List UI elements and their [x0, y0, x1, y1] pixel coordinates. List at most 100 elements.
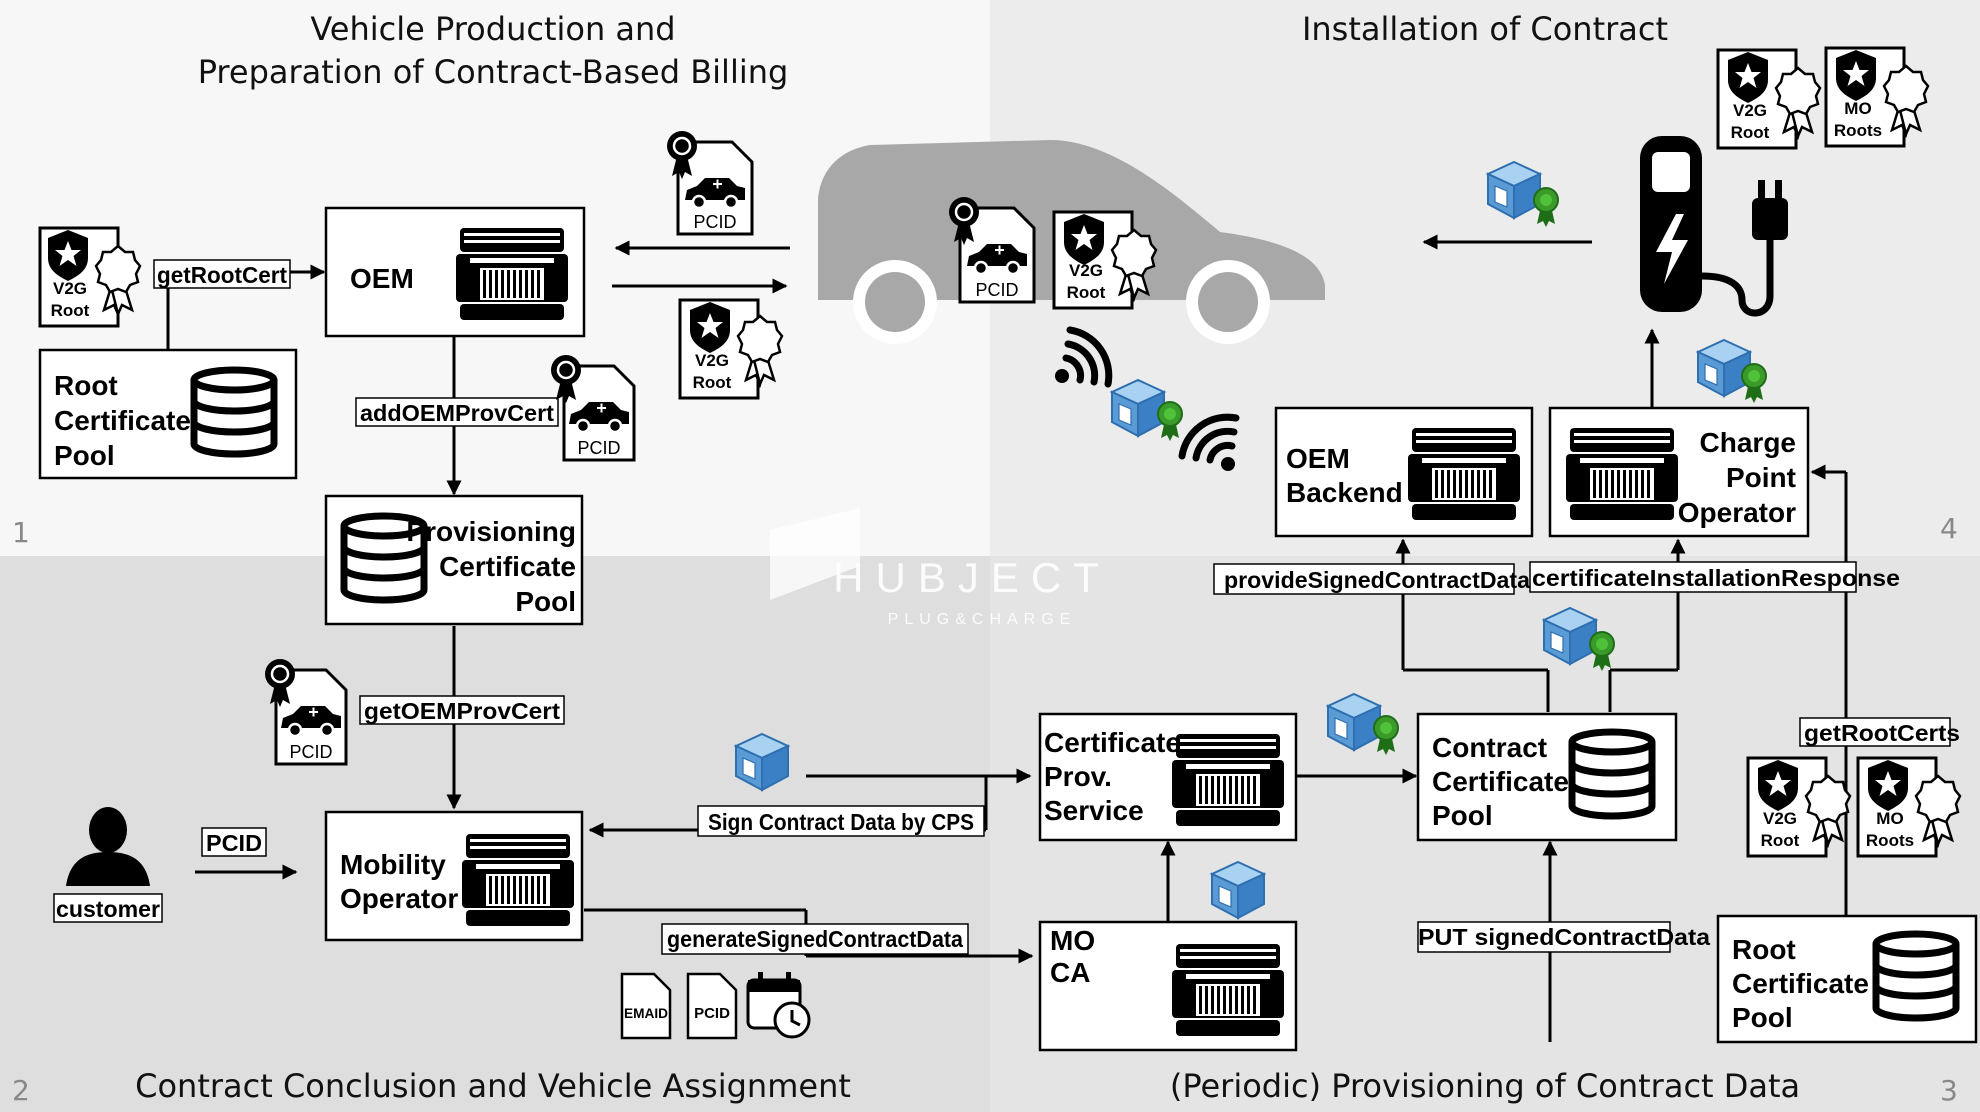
customer: customer — [53, 807, 163, 923]
root-pool-right-line1: Root — [1732, 934, 1796, 965]
contract-pool-line3: Pool — [1432, 800, 1493, 831]
oem-backend-box: OEM Backend — [1274, 406, 1534, 538]
label-get-root-certs: getRootCerts — [1799, 717, 1960, 747]
cert-line2: Root — [1731, 123, 1770, 142]
root-pool-right-line2: Certificate — [1732, 968, 1869, 999]
pcid-document-addoem: PCID — [549, 353, 636, 462]
pcid-doc-label: PCID — [289, 742, 332, 762]
svg-text:PUT signedContractData: PUT signedContractData — [1418, 924, 1710, 950]
mo-ca-line2: CA — [1050, 957, 1090, 988]
label-pcid: PCID — [201, 827, 267, 857]
hubject-logo-tagline: PLUG&CHARGE — [888, 611, 1077, 628]
pcid-doc-label: PCID — [694, 1005, 730, 1022]
cert-line1: V2G — [53, 279, 87, 298]
pcid-doc-label: PCID — [693, 212, 736, 232]
cps-line3: Service — [1044, 795, 1144, 826]
customer-label: customer — [56, 896, 160, 922]
quadrant-1-title-line2: Preparation of Contract-Based Billing — [198, 53, 789, 91]
cert-line2: Root — [51, 301, 90, 320]
quadrant-3-number: 3 — [1940, 1074, 1958, 1107]
v2g-root-cert-lower-right: V2G Root — [1746, 756, 1852, 858]
hubject-mark-icon — [770, 508, 860, 600]
root-pool-left-line1: Root — [54, 370, 118, 401]
cpo-line1: Charge — [1700, 427, 1796, 458]
label-certificate-installation-response: certificateInstallationResponse — [1529, 561, 1900, 593]
cps-line2: Prov. — [1044, 761, 1112, 792]
v2g-root-cert-arrow: V2G Root — [678, 298, 784, 400]
label-provide-signed-contract-data: provideSignedContractData — [1213, 563, 1530, 595]
label-sign-contract-data: Sign Contract Data by CPS — [697, 805, 985, 837]
mo-ca-box: MO CA — [1038, 920, 1298, 1052]
cert-line1: V2G — [695, 351, 729, 370]
pcid-document-getoem: PCID — [263, 657, 348, 766]
pcid-doc-label: PCID — [577, 438, 620, 458]
cert-line1: V2G — [1763, 809, 1797, 828]
quadrant-1-title-line1: Vehicle Production and — [310, 10, 675, 48]
pcid-document-top: PCID — [665, 129, 754, 236]
mobility-operator-line2: Operator — [340, 883, 458, 914]
svg-text:provideSignedContractData: provideSignedContractData — [1224, 567, 1530, 593]
root-pool-left-line2: Certificate — [54, 405, 191, 436]
provisioning-certificate-pool-box: Provisioning Certificate Pool — [324, 494, 584, 626]
mobility-operator-line1: Mobility — [340, 849, 446, 880]
cert-line1: V2G — [1069, 261, 1103, 280]
contract-pool-line1: Contract — [1432, 732, 1547, 763]
oem-backend-line1: OEM — [1286, 443, 1350, 474]
emaid-doc-label: EMAID — [624, 1005, 668, 1021]
cert-line2: Root — [1761, 831, 1800, 850]
oem-server-icon — [456, 228, 568, 320]
pcid-doc-label: PCID — [975, 280, 1018, 300]
mo-roots-cert-lower-right: MO Roots — [1856, 756, 1962, 858]
hubject-logo: HUBJECT PLUG&CHARGE — [770, 508, 1099, 628]
root-pool-left-line3: Pool — [54, 440, 115, 471]
svg-text:getRootCert: getRootCert — [157, 262, 287, 288]
mobility-operator-server-icon — [462, 834, 574, 926]
v2g-root-cert-top-left: V2G Root — [38, 226, 142, 328]
cert-line1: V2G — [1733, 101, 1767, 120]
cpo-line3: Operator — [1678, 497, 1796, 528]
root-certificate-pool-right-box: Root Certificate Pool — [1716, 914, 1978, 1044]
quadrant-1-number: 1 — [12, 516, 30, 549]
charging-station-icon — [1640, 136, 1788, 317]
mo-roots-cert-top-right: MO Roots — [1824, 46, 1930, 148]
svg-text:getOEMProvCert: getOEMProvCert — [364, 698, 560, 724]
oem-backend-server-icon — [1408, 428, 1520, 520]
prov-pool-line3: Pool — [515, 586, 576, 617]
svg-text:generateSignedContractData: generateSignedContractData — [667, 926, 963, 952]
cert-line2: Roots — [1834, 121, 1882, 140]
oem-box: OEM — [324, 206, 586, 338]
v2g-root-cert-car: V2G Root — [1052, 210, 1158, 310]
label-generate-signed-contract-data: generateSignedContractData — [661, 923, 969, 955]
svg-text:addOEMProvCert: addOEMProvCert — [360, 400, 554, 426]
svg-text:getRootCerts: getRootCerts — [1804, 720, 1960, 746]
contract-certificate-pool-box: Contract Certificate Pool — [1416, 712, 1678, 842]
user-icon — [66, 807, 150, 886]
prov-pool-line2: Certificate — [439, 551, 576, 582]
cert-line2: Root — [693, 373, 732, 392]
cert-line2: Root — [1067, 283, 1106, 302]
oem-backend-line2: Backend — [1286, 477, 1403, 508]
calendar-clock-icon — [746, 972, 811, 1039]
mo-ca-line1: MO — [1050, 925, 1095, 956]
contract-pool-line2: Certificate — [1432, 766, 1569, 797]
label-put-signed-contract-data: PUT signedContractData — [1417, 921, 1710, 953]
quadrant-4-title: Installation of Contract — [1302, 10, 1668, 48]
root-pool-right-line3: Pool — [1732, 1002, 1793, 1033]
emaid-document: EMAID — [620, 972, 672, 1040]
svg-text:certificateInstallationRespons: certificateInstallationResponse — [1532, 565, 1900, 591]
svg-text:Sign Contract Data by CPS: Sign Contract Data by CPS — [708, 809, 974, 835]
quadrant-2-title: Contract Conclusion and Vehicle Assignme… — [135, 1067, 851, 1105]
mo-ca-server-icon — [1172, 944, 1284, 1036]
root-certificate-pool-left-box: Root Certificate Pool — [38, 348, 298, 480]
mobility-operator-box: Mobility Operator — [324, 810, 584, 942]
quadrant-4-number: 4 — [1940, 512, 1958, 545]
pcid-small-document: PCID — [686, 972, 738, 1040]
svg-text:PCID: PCID — [206, 830, 262, 856]
prov-pool-line1: Provisioning — [406, 516, 576, 547]
cert-line2: Roots — [1866, 831, 1914, 850]
cpo-server-icon — [1566, 428, 1678, 520]
cpo-line2: Point — [1726, 462, 1796, 493]
v2g-root-cert-top-right: V2G Root — [1716, 48, 1822, 150]
